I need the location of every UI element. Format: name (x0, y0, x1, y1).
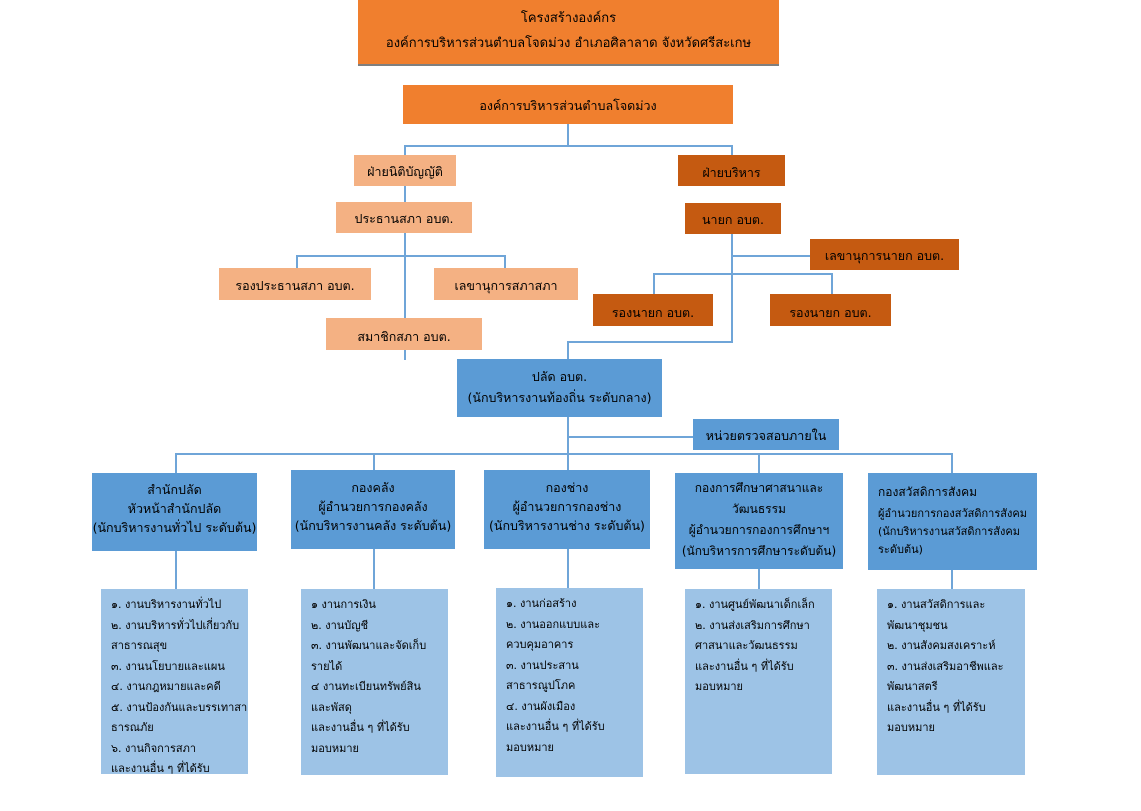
task-item: ๓. งานส่งเสริมอาชีพและ (887, 659, 1004, 673)
task-item: ๒. งานบัญชี (311, 618, 369, 632)
deputy-mayor-left-box: รองนายก อบต. (593, 294, 713, 326)
division-line: (นักบริหารงานทั่วไป ระดับต้น) (92, 520, 257, 535)
palad-box: ปลัด อบต. (นักบริหารงานท้องถิ่น ระดับกลา… (457, 359, 662, 417)
council-secretary-box: เลขานุการสภาสภา (434, 268, 578, 300)
division-line: กองสวัสดิการสังคม (878, 485, 978, 499)
internal-audit-box: หน่วยตรวจสอบภายใน (693, 419, 839, 450)
council-chair-label: ประธานสภา อบต. (354, 211, 454, 226)
division-line: สำนักปลัด (147, 482, 202, 497)
task-item: รายได้ (311, 659, 343, 673)
division-line: วัฒนธรรม (732, 502, 786, 516)
task-item: ๓. งานพัฒนาและจัดเก็บ (311, 639, 427, 652)
task-item: ๒. งานบริหารทั่วไปเกี่ยวกับ (111, 618, 240, 632)
title-line-2: องค์การบริหารส่วนตำบลโจดม่วง อำเภอศิลาลา… (385, 36, 752, 51)
task-item: ๖. งานกิจการสภา (111, 741, 197, 755)
division-line: กองการศึกษาศาสนาและ (694, 481, 824, 495)
task-item: ๑. งานศูนย์พัฒนาเด็กเล็ก (695, 598, 815, 611)
division-box-engineering: กองช่าง ผู้อำนวยการกองช่าง (นักบริหารงาน… (484, 470, 650, 549)
org-top-box: องค์การบริหารส่วนตำบลโจดม่วง (403, 85, 733, 124)
task-item: มอบหมาย (311, 741, 359, 755)
task-item: และงานอื่น ๆ ที่ได้รับ (695, 659, 794, 673)
council-members-label: สมาชิกสภา อบต. (357, 329, 451, 344)
title-line-1: โครงสร้างองค์กร (520, 11, 617, 26)
deputy-mayor-right-box: รองนายก อบต. (770, 294, 891, 326)
task-item: ๒. งานสังคมสงเคราะห์ (887, 639, 996, 652)
division-box-social-welfare: กองสวัสดิการสังคม ผู้อำนวยการกองสวัสดิกา… (868, 473, 1037, 570)
task-item: สาธารณสุข (111, 639, 168, 652)
task-list-office: ๑. งานบริหารงานทั่วไป ๒. งานบริหารทั่วไป… (101, 589, 248, 775)
task-item: ๔. งานกฎหมายและคดี (111, 680, 221, 693)
council-vice-chair-box: รองประธานสภา อบต. (219, 268, 371, 300)
task-item: ๒. งานส่งเสริมการศึกษา (695, 618, 810, 632)
division-line: ผู้อำนวยการกองช่าง (512, 499, 622, 514)
legislative-box: ฝ่ายนิติบัญญัติ (354, 155, 456, 186)
task-item: ๑. งานก่อสร้าง (506, 597, 577, 610)
task-item: และงานอื่น ๆ ที่ได้รับ (111, 762, 210, 775)
palad-title: ปลัด อบต. (531, 369, 588, 384)
division-line: กองคลัง (351, 480, 395, 495)
division-line: (นักบริหารงานสวัสดิการสังคม (878, 525, 1020, 538)
task-item: ควบคุมอาคาร (506, 638, 574, 651)
task-item: ศาสนาและวัฒนธรรม (695, 639, 798, 652)
task-item: ๒. งานออกแบบและ (506, 617, 600, 631)
mayor-box: นายก อบต. (685, 203, 781, 234)
task-item: พัฒนาชุมชน (887, 618, 948, 632)
division-line: ผู้อำนวยการกองคลัง (318, 499, 428, 514)
chart-title: โครงสร้างองค์กร องค์การบริหารส่วนตำบลโจด… (358, 0, 779, 66)
task-item: สาธารณูปโภค (506, 679, 576, 692)
task-item: ๕. งานป้องกันและบรรเทาสา (111, 700, 248, 714)
task-item: ๑. งานบริหารงานทั่วไป (111, 598, 222, 611)
division-line: ผู้อำนวยการกองสวัสดิการสังคม (878, 507, 1027, 520)
executive-label: ฝ่ายบริหาร (702, 165, 761, 180)
task-list-engineering: ๑. งานก่อสร้าง ๒. งานออกแบบและ ควบคุมอาค… (496, 588, 643, 777)
division-box-finance: กองคลัง ผู้อำนวยการกองคลัง (นักบริหารงาน… (291, 470, 455, 549)
task-item: ๔. งานผังเมือง (506, 699, 576, 713)
division-line: (นักบริหารการศึกษาระดับต้น) (681, 544, 837, 558)
division-line: ระดับต้น) (878, 543, 923, 556)
council-vice-chair-label: รองประธานสภา อบต. (235, 278, 355, 293)
internal-audit-label: หน่วยตรวจสอบภายใน (705, 428, 827, 443)
deputy-mayor-right-label: รองนายก อบต. (789, 305, 872, 320)
task-list-education: ๑. งานศูนย์พัฒนาเด็กเล็ก ๒. งานส่งเสริมก… (685, 589, 832, 774)
task-item: และงานอื่น ๆ ที่ได้รับ (506, 720, 605, 733)
task-item: ๔ งานทะเบียนทรัพย์สิน (311, 680, 421, 693)
task-item: มอบหมาย (887, 721, 935, 734)
legislative-label: ฝ่ายนิติบัญญัติ (367, 164, 443, 179)
division-line: กองช่าง (545, 480, 589, 495)
division-line: (นักบริหารงานคลัง ระดับต้น) (294, 518, 452, 533)
deputy-mayor-left-label: รองนายก อบต. (611, 305, 695, 320)
division-line: ผู้อำนวยการกองการศึกษาฯ (688, 523, 830, 537)
executive-box: ฝ่ายบริหาร (678, 155, 785, 186)
division-box-education: กองการศึกษาศาสนาและ วัฒนธรรม ผู้อำนวยการ… (675, 473, 843, 569)
task-list-finance: ๑ งานการเงิน ๒. งานบัญชี ๓. งานพัฒนาและจ… (301, 589, 448, 775)
council-chair-box: ประธานสภา อบต. (336, 202, 472, 233)
task-item: และงานอื่น ๆ ที่ได้รับ (887, 700, 986, 714)
palad-subtitle: (นักบริหารงานท้องถิ่น ระดับกลาง) (467, 390, 652, 405)
task-item: ธารณภัย (111, 721, 154, 734)
task-item: ๑. งานสวัสดิการและ (887, 598, 986, 611)
division-line: หัวหน้าสำนักปลัด (127, 501, 222, 516)
council-secretary-label: เลขานุการสภาสภา (454, 278, 558, 293)
task-item: และพัสดุ (311, 700, 352, 714)
task-item: มอบหมาย (506, 740, 554, 754)
task-item: ๑ งานการเงิน (311, 598, 376, 611)
division-box-office: สำนักปลัด หัวหน้าสำนักปลัด (นักบริหารงาน… (92, 473, 257, 551)
task-item: ๓. งานนโยบายและแผน (111, 659, 225, 673)
mayor-secretary-label: เลขานุการนายก อบต. (824, 248, 945, 263)
task-item: ๓. งานประสาน (506, 658, 579, 672)
task-item: และงานอื่น ๆ ที่ได้รับ (311, 721, 410, 734)
task-item: พัฒนาสตรี (887, 680, 938, 693)
task-item: มอบหมาย (695, 680, 743, 693)
mayor-label: นายก อบต. (702, 212, 764, 227)
council-members-box: สมาชิกสภา อบต. (326, 318, 482, 350)
mayor-secretary-box: เลขานุการนายก อบต. (810, 239, 959, 270)
division-line: (นักบริหารงานช่าง ระดับต้น) (489, 518, 645, 533)
org-top-label: องค์การบริหารส่วนตำบลโจดม่วง (479, 98, 657, 113)
task-list-social-welfare: ๑. งานสวัสดิการและ พัฒนาชุมชน ๒. งานสังค… (877, 589, 1025, 775)
